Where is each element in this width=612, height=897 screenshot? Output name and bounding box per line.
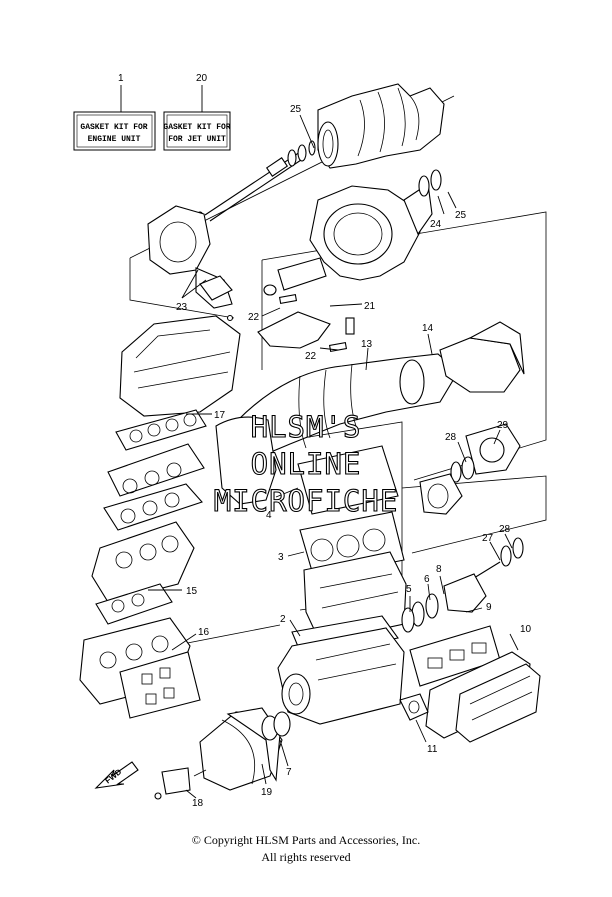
rights-text: All rights reserved [261,850,351,864]
carburetor-group [91,521,195,603]
intake-housing [147,205,234,322]
callout-16: 16 [198,627,210,638]
callout-7: 7 [286,767,292,778]
callout-14: 14 [422,323,434,334]
callout-22-lower: 22 [305,351,317,362]
callout-25: 25 [455,210,467,221]
callout-22-upper: 22 [248,312,260,323]
callout-26: 25 [290,104,302,115]
nozzle-shaft-and-rings [195,140,316,229]
callouts: 25 24 25 23 22 21 22 13 14 17 28 29 4 3 … [148,104,532,809]
callout-1: 1 [118,73,124,84]
exhaust-chamber [215,416,277,505]
exhaust-pipe [237,321,525,461]
callout-27: 27 [482,533,494,544]
gasket-16 [119,651,201,719]
callout-6: 6 [424,574,430,585]
callout-28-lower: 28 [499,524,511,535]
gasket-15 [95,583,173,625]
callout-3: 3 [278,552,284,563]
callout-11: 11 [427,744,438,755]
fwd-arrow-icon: FWD [94,761,139,789]
callout-4: 4 [266,510,272,521]
watermark: HLSM'S ONLINE MICROFICHE [213,409,399,518]
kit-engine-line2: ENGINE UNIT [88,135,141,144]
callout-20: 20 [196,73,208,84]
gasket-11 [399,693,429,721]
callout-22-parts [257,294,355,352]
callout-10: 10 [520,624,532,635]
callout-17: 17 [214,410,226,421]
jet-housing [263,169,442,296]
kit-engine-line1: GASKET KIT FOR [80,123,147,132]
callout-9: 9 [486,602,492,613]
crankcase [277,627,405,725]
callout-13: 13 [361,339,373,350]
coupler [419,473,463,515]
watermark-line3: MICROFICHE [214,484,399,518]
callout-8: 8 [436,564,442,575]
watermark-line2: ONLINE [251,447,362,481]
watermark-line1: HLSM'S [251,410,362,444]
jet-nozzle-assembly [317,83,445,169]
drive-coupling [401,537,524,633]
callout-15: 15 [186,586,198,597]
callout-19: 19 [261,787,273,798]
callout-2: 2 [280,614,286,625]
callout-18: 18 [192,798,204,809]
manifold-gasket [103,443,205,531]
kit-jet-line1: GASKET KIT FOR [163,123,230,132]
callout-24: 24 [430,219,442,230]
callout-5: 5 [406,584,412,595]
oil-seal-7 [261,711,291,741]
bearing-housing [450,423,521,483]
exhaust-manifold-10 [425,651,541,743]
head-gasket-17 [115,409,207,451]
intake-cover [119,315,241,417]
callout-23: 23 [176,302,188,313]
callout-28-upper: 28 [445,432,457,443]
kit-jet-line2: FOR JET UNIT [168,135,226,144]
callout-29: 29 [497,420,509,431]
kit-label-engine: 1 GASKET KIT FOR ENGINE UNIT [73,73,156,151]
footer: © Copyright HLSM Parts and Accessories, … [0,832,612,866]
copyright-text: © Copyright HLSM Parts and Accessories, … [191,833,421,847]
callout-21: 21 [364,301,376,312]
kit-label-jet: 20 GASKET KIT FOR FOR JET UNIT [163,73,231,151]
bolts-18 [154,767,207,800]
